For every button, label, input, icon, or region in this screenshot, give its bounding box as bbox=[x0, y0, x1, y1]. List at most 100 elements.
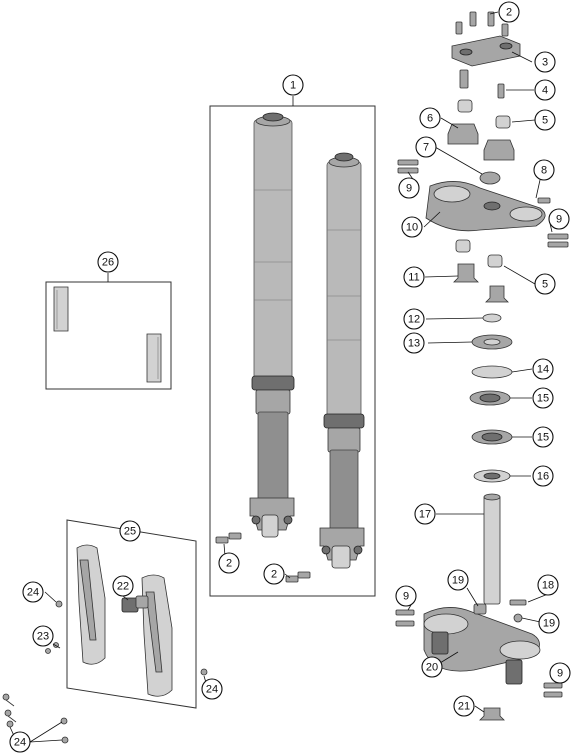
callout-circle bbox=[534, 109, 556, 131]
callout-number: 22 bbox=[117, 581, 129, 593]
callout-25: 25 bbox=[119, 520, 141, 542]
callout-23: 23 bbox=[32, 625, 54, 647]
callout-number: 2 bbox=[271, 569, 277, 581]
callout-number: 2 bbox=[226, 558, 232, 570]
callout-number: 9 bbox=[403, 591, 409, 603]
fork-axle-clamp-bolts-left bbox=[215, 532, 242, 544]
callout-7: 7 bbox=[415, 136, 437, 158]
callout-number: 16 bbox=[537, 471, 549, 483]
callout-24: 24 bbox=[9, 731, 31, 753]
callout-2: 2 bbox=[498, 1, 520, 23]
callout-number: 9 bbox=[406, 183, 412, 195]
callout-10: 10 bbox=[401, 216, 423, 238]
callout-13: 13 bbox=[403, 332, 425, 354]
callout-circle bbox=[414, 503, 436, 525]
callout-circle bbox=[403, 332, 425, 354]
callout-number: 17 bbox=[419, 509, 431, 521]
callout-24: 24 bbox=[22, 581, 44, 603]
fork-assembly-frame bbox=[209, 105, 376, 597]
callout-number: 18 bbox=[542, 580, 554, 592]
callout-number: 2 bbox=[506, 7, 512, 19]
callout-5: 5 bbox=[534, 273, 556, 295]
callout-2: 2 bbox=[218, 552, 240, 574]
callout-number: 7 bbox=[423, 142, 429, 154]
callout-circle bbox=[421, 656, 443, 678]
callout-number: 3 bbox=[542, 57, 548, 69]
callout-layer: 1222345567899991011121314151516171819192… bbox=[9, 1, 571, 753]
callout-circle bbox=[532, 426, 554, 448]
callout-circle bbox=[395, 585, 417, 607]
callout-circle bbox=[282, 74, 304, 96]
callout-circle bbox=[532, 465, 554, 487]
callout-12: 12 bbox=[403, 308, 425, 330]
callout-circle bbox=[534, 273, 556, 295]
callout-number: 10 bbox=[406, 222, 418, 234]
callout-circle bbox=[534, 51, 556, 73]
callout-number: 20 bbox=[426, 662, 438, 674]
callout-number: 24 bbox=[27, 587, 39, 599]
callout-19: 19 bbox=[538, 612, 560, 634]
fork-leg-left bbox=[249, 112, 295, 538]
fork-leg-right bbox=[319, 152, 365, 569]
callout-8: 8 bbox=[533, 159, 555, 181]
callout-number: 19 bbox=[452, 575, 464, 587]
callout-21: 21 bbox=[453, 695, 475, 717]
callout-number: 1 bbox=[290, 80, 296, 92]
handlebar-clamp-parts bbox=[447, 11, 521, 185]
callout-circle bbox=[263, 563, 285, 585]
callout-15: 15 bbox=[532, 426, 554, 448]
steering-stem-lower-clamp bbox=[395, 493, 563, 721]
callout-number: 5 bbox=[542, 279, 548, 291]
callout-number: 19 bbox=[543, 618, 555, 630]
callout-11: 11 bbox=[403, 266, 425, 288]
callout-circle bbox=[112, 575, 134, 597]
callout-4: 4 bbox=[534, 79, 556, 101]
callout-circle bbox=[549, 662, 571, 684]
callout-circle bbox=[9, 731, 31, 753]
callout-circle bbox=[32, 625, 54, 647]
callout-9: 9 bbox=[398, 177, 420, 199]
guard-screws bbox=[2, 600, 208, 744]
callout-circle bbox=[533, 159, 555, 181]
callout-circle bbox=[415, 136, 437, 158]
callout-number: 6 bbox=[427, 113, 433, 125]
callout-circle bbox=[419, 107, 441, 129]
callout-14: 14 bbox=[532, 358, 554, 380]
callout-circle bbox=[401, 216, 423, 238]
callout-17: 17 bbox=[414, 503, 436, 525]
decal-kit bbox=[53, 286, 162, 383]
callout-number: 9 bbox=[557, 668, 563, 680]
fork-guard-frame bbox=[66, 519, 197, 709]
callout-number: 15 bbox=[537, 393, 549, 405]
callout-15: 15 bbox=[532, 387, 554, 409]
callout-number: 13 bbox=[408, 338, 420, 350]
callout-circle bbox=[532, 387, 554, 409]
fork-axle-clamp-bolts-right bbox=[285, 571, 311, 583]
callout-24: 24 bbox=[201, 678, 223, 700]
callout-number: 14 bbox=[537, 364, 549, 376]
steering-bearing-parts bbox=[469, 313, 513, 483]
callout-1: 1 bbox=[282, 74, 304, 96]
callout-circle bbox=[403, 266, 425, 288]
callout-number: 9 bbox=[556, 214, 562, 226]
callout-circle bbox=[398, 177, 420, 199]
callout-circle bbox=[537, 574, 559, 596]
fork-guard-set bbox=[76, 544, 173, 697]
callout-3: 3 bbox=[534, 51, 556, 73]
callout-26: 26 bbox=[97, 251, 119, 273]
callout-5: 5 bbox=[534, 109, 556, 131]
callout-circle bbox=[403, 308, 425, 330]
callout-number: 25 bbox=[124, 526, 136, 538]
callout-19: 19 bbox=[447, 569, 469, 591]
callout-9: 9 bbox=[395, 585, 417, 607]
callout-number: 4 bbox=[542, 85, 548, 97]
callout-circle bbox=[119, 520, 141, 542]
callout-circle bbox=[447, 569, 469, 591]
callout-number: 26 bbox=[102, 257, 114, 269]
callout-circle bbox=[218, 552, 240, 574]
callout-2: 2 bbox=[263, 563, 285, 585]
callout-circle bbox=[201, 678, 223, 700]
callout-number: 15 bbox=[537, 432, 549, 444]
callout-number: 23 bbox=[37, 631, 49, 643]
